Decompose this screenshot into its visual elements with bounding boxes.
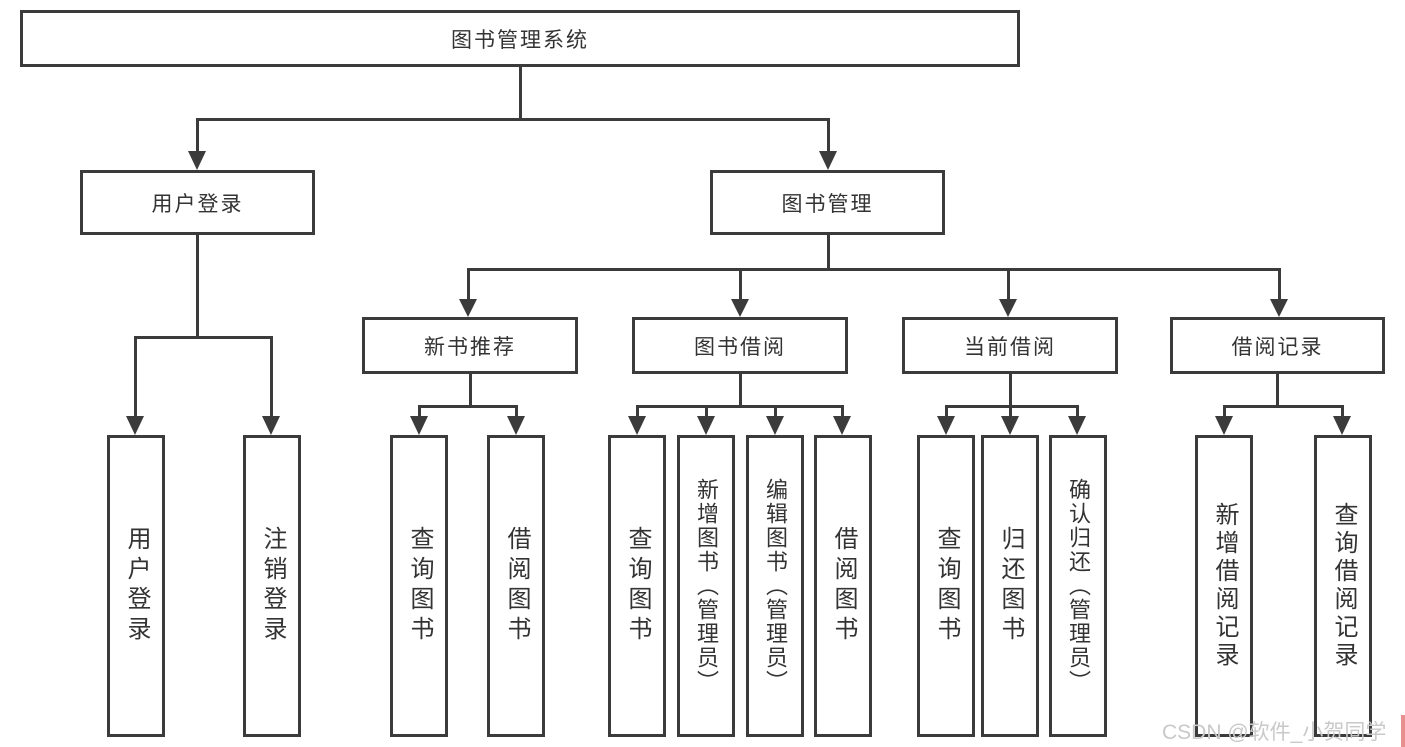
connector-user-login-stem: [196, 235, 199, 338]
arrowhead-new-book-recommend: [459, 299, 477, 317]
connector-root-drop-right: [827, 118, 830, 154]
leaf-logout: 注销登录: [243, 435, 301, 737]
arrowhead-borrow-recommend: [507, 416, 525, 435]
connector-drop-add-books: [705, 405, 708, 419]
connector-drop-confirm-return: [1076, 405, 1079, 419]
connector-drop-query-recommend: [418, 405, 421, 419]
leaf-query-books-recommend: 查询图书: [390, 435, 448, 737]
connector-book-mgmt-stem: [827, 235, 830, 270]
node-borrowing-records-label: 借阅记录: [1231, 335, 1324, 359]
connector-drop-borrowing-records: [1278, 268, 1281, 302]
leaf-query-books-borrowing: 查询图书: [608, 435, 666, 737]
connector-drop-borrow-borrowing: [841, 405, 844, 419]
connector-borrowing-records-hbar: [1223, 405, 1344, 408]
arrowhead-book-borrowing: [731, 299, 749, 317]
node-new-book-recommend: 新书推荐: [362, 317, 578, 374]
connector-drop-leaf-user-login: [134, 336, 137, 418]
node-root: 图书管理系统: [20, 10, 1020, 67]
connector-drop-new-book: [467, 268, 470, 302]
arrowhead-user-login: [188, 151, 206, 170]
connector-book-mgmt-hbar: [467, 268, 1281, 271]
leaf-query-books-borrowing-label: 查询图书: [624, 526, 651, 646]
node-book-management: 图书管理: [710, 170, 945, 235]
leaf-borrow-books-borrowing: 借阅图书: [814, 435, 872, 737]
arrowhead-query-borrowing: [628, 416, 646, 435]
watermark-red-edge: [1401, 715, 1405, 747]
leaf-borrow-books-recommend: 借阅图书: [487, 435, 545, 737]
connector-root-stem: [519, 67, 522, 120]
arrowhead-leaf-logout: [262, 416, 280, 435]
arrowhead-borrow-borrowing: [833, 416, 851, 435]
leaf-return-books: 归还图书: [981, 435, 1039, 737]
leaf-borrow-books-recommend-label: 借阅图书: [503, 526, 530, 646]
node-book-borrowing-label: 图书借阅: [694, 335, 786, 359]
arrowhead-query-current: [937, 416, 955, 435]
leaf-query-books-current-label: 查询图书: [933, 526, 960, 646]
node-book-management-label: 图书管理: [781, 192, 874, 216]
node-borrowing-records: 借阅记录: [1170, 317, 1385, 374]
leaf-add-books-admin: 新增图书（管理员）: [677, 435, 735, 737]
connector-root-drop-left: [196, 118, 199, 154]
node-user-login-label: 用户登录: [151, 192, 244, 216]
arrowhead-add-record: [1215, 416, 1233, 435]
arrowhead-book-management: [819, 151, 837, 170]
leaf-query-borrow-record-label: 查询借阅记录: [1330, 502, 1357, 670]
connector-new-book-stem: [469, 374, 472, 407]
connector-drop-add-record: [1223, 405, 1226, 419]
arrowhead-edit-books: [766, 416, 784, 435]
connector-drop-query-borrowing: [636, 405, 639, 419]
node-root-label: 图书管理系统: [451, 28, 589, 52]
connector-root-hbar: [196, 118, 830, 121]
connector-drop-query-current: [945, 405, 948, 419]
leaf-user-login: 用户登录: [107, 435, 165, 737]
leaf-return-books-label: 归还图书: [997, 526, 1024, 646]
leaf-edit-books-admin-label: 编辑图书（管理员）: [763, 478, 788, 694]
connector-drop-edit-books: [774, 405, 777, 419]
arrowhead-borrowing-records: [1270, 299, 1288, 317]
node-current-borrowing-label: 当前借阅: [964, 335, 1056, 359]
arrowhead-query-recommend: [410, 416, 428, 435]
leaf-query-books-recommend-label: 查询图书: [406, 526, 433, 646]
connector-book-borrowing-stem: [739, 374, 742, 407]
leaf-query-borrow-record: 查询借阅记录: [1314, 435, 1372, 737]
connector-drop-book-borrowing: [739, 268, 742, 302]
leaf-edit-books-admin: 编辑图书（管理员）: [746, 435, 804, 737]
leaf-confirm-return-admin-label: 确认归还（管理员）: [1066, 478, 1091, 694]
node-user-login: 用户登录: [80, 170, 315, 235]
connector-drop-current-borrowing: [1007, 268, 1010, 302]
connector-drop-borrow-recommend: [515, 405, 518, 419]
connector-book-borrowing-hbar: [636, 405, 844, 408]
connector-drop-leaf-logout: [270, 336, 273, 418]
connector-borrowing-records-stem: [1276, 374, 1279, 407]
connector-user-login-hbar: [134, 336, 273, 339]
node-new-book-recommend-label: 新书推荐: [424, 335, 516, 359]
leaf-query-books-current: 查询图书: [917, 435, 975, 737]
arrowhead-confirm-return: [1068, 416, 1086, 435]
leaf-confirm-return-admin: 确认归还（管理员）: [1049, 435, 1107, 737]
connector-current-borrowing-hbar: [945, 405, 1079, 408]
connector-drop-return-books: [1009, 405, 1012, 419]
leaf-logout-label: 注销登录: [259, 526, 286, 646]
leaf-add-borrow-record-label: 新增借阅记录: [1211, 502, 1238, 670]
arrowhead-current-borrowing: [999, 299, 1017, 317]
connector-new-book-hbar: [418, 405, 518, 408]
leaf-borrow-books-borrowing-label: 借阅图书: [830, 526, 857, 646]
leaf-add-borrow-record: 新增借阅记录: [1195, 435, 1253, 737]
leaf-user-login-label: 用户登录: [123, 526, 150, 646]
arrowhead-add-books: [697, 416, 715, 435]
leaf-add-books-admin-label: 新增图书（管理员）: [694, 478, 719, 694]
arrowhead-return-books: [1001, 416, 1019, 435]
node-current-borrowing: 当前借阅: [902, 317, 1118, 374]
connector-current-borrowing-stem: [1009, 374, 1012, 407]
connector-drop-query-record: [1341, 405, 1344, 419]
node-book-borrowing: 图书借阅: [632, 317, 848, 374]
arrowhead-leaf-user-login: [126, 416, 144, 435]
arrowhead-query-record: [1333, 416, 1351, 435]
csdn-watermark: CSDN @软件_小贺同学: [1162, 721, 1387, 744]
